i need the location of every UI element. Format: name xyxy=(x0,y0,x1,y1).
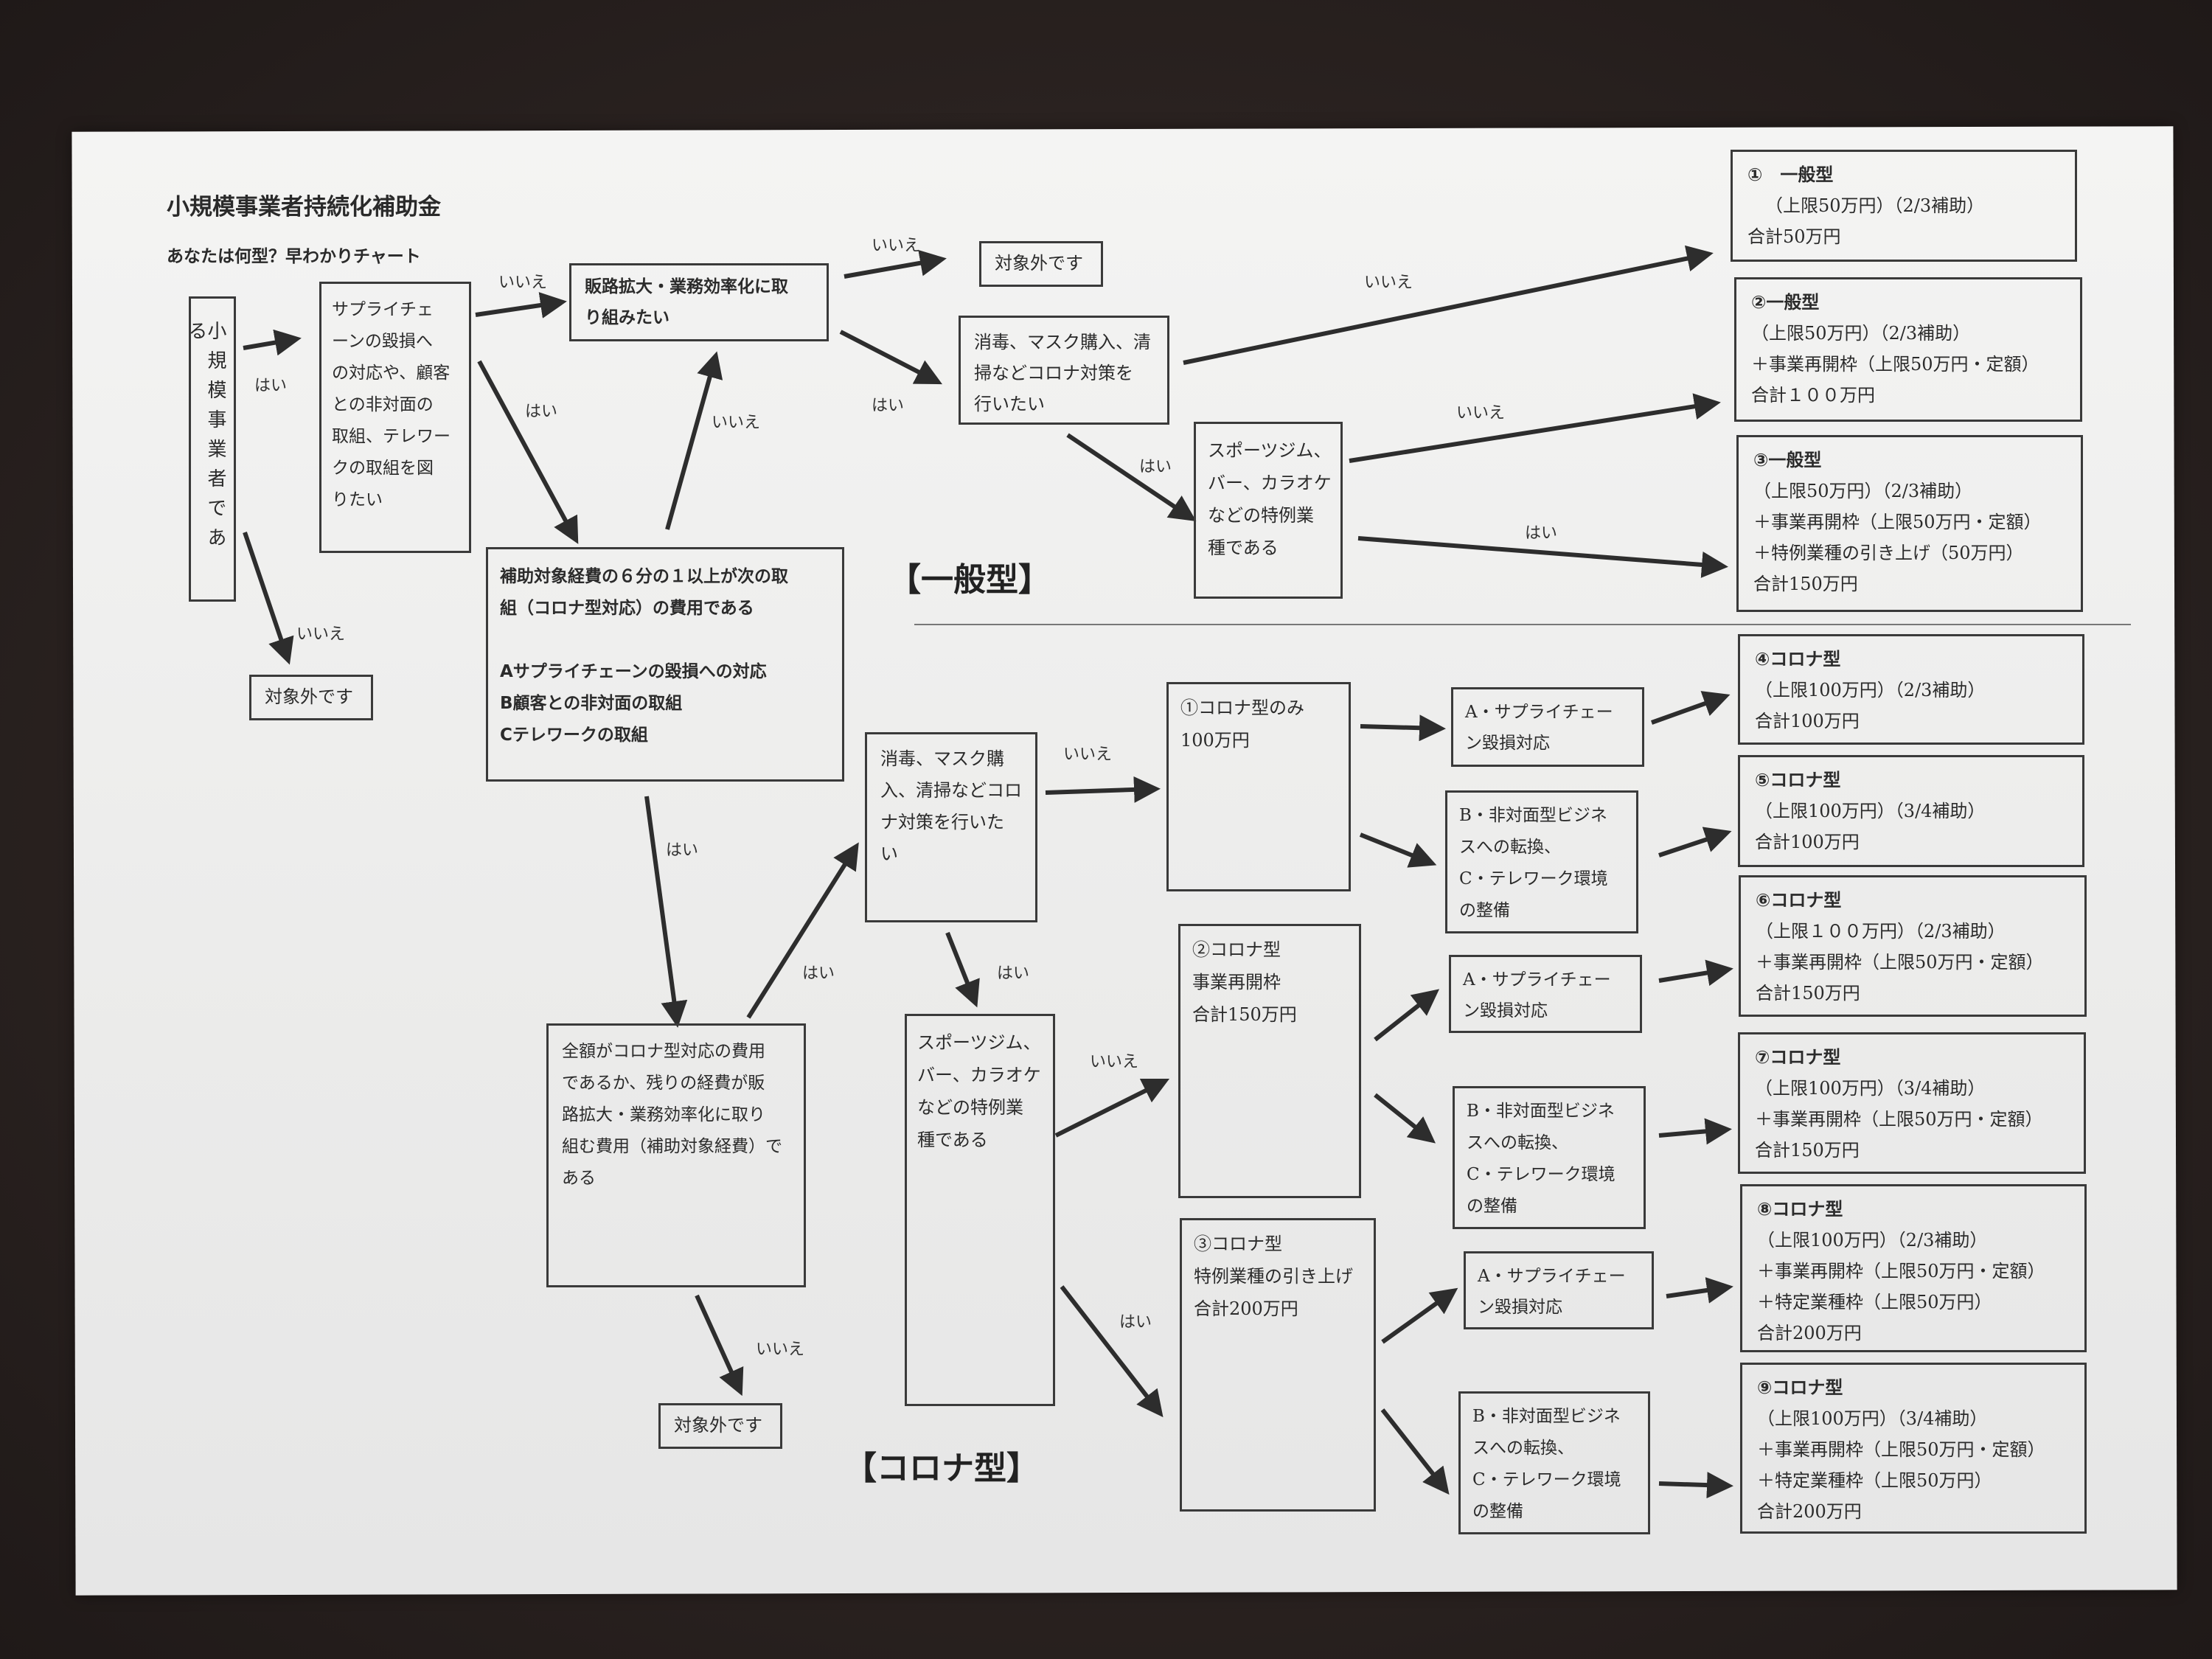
result-8-corona: ⑧コロナ型 （上限100万円）（2/3補助） ＋事業再開枠（上限50万円・定額）… xyxy=(1740,1184,2087,1352)
section-label-corona: 【コロナ型】 xyxy=(844,1450,1039,1487)
node-general-corona-measures: 消毒、マスク購入、清 掃などコロナ対策を 行いたい xyxy=(959,316,1169,425)
edge-label-no: いいえ xyxy=(1456,404,1506,422)
node-out-of-scope-2: 対象外です xyxy=(249,675,373,720)
result-6-corona: ⑥コロナ型 （上限１００万円）（2/3補助） ＋事業再開枠（上限50万円・定額）… xyxy=(1739,875,2087,1017)
node-corona-type-3: ③コロナ型 特例業種の引き上げ 合計200万円 xyxy=(1180,1218,1376,1512)
node-option-bc-3: B・非対面型ビジネ スへの転換、 C・テレワーク環境 の整備 xyxy=(1458,1391,1650,1534)
node-option-a-3: A・サプライチェー ン毀損対応 xyxy=(1464,1251,1654,1329)
node-question-supply-chain: サプライチェ ーンの毀損へ の対応や、顧客 との非対面の 取組、テレワー クの取… xyxy=(319,282,471,553)
edge-label-no: いいえ xyxy=(296,625,346,644)
edge-label-yes: はい xyxy=(1139,458,1172,476)
node-corona-special-industry: スポーツジム、 バー、カラオケ などの特例業 種である xyxy=(905,1014,1055,1406)
edge-label-no: いいえ xyxy=(756,1340,805,1359)
result-5-corona: ⑤コロナ型 （上限100万円）（3/4補助） 合計100万円 xyxy=(1738,755,2084,867)
node-corona-type-1: ①コロナ型のみ 100万円 xyxy=(1166,682,1351,891)
node-question-sales-expansion: 販路拡大・業務効率化に取 り組みたい xyxy=(569,263,829,341)
page-title: 小規模事業者持続化補助金 xyxy=(167,194,441,220)
edge-label-yes: はい xyxy=(997,964,1030,983)
edge-label-yes: はい xyxy=(802,964,835,983)
edge-label-no: いいえ xyxy=(1364,274,1413,292)
node-option-a-2: A・サプライチェー ン毀損対応 xyxy=(1449,955,1642,1033)
page-subtitle: あなたは何型？早わかりチャート xyxy=(167,247,421,266)
edge-label-yes: はい xyxy=(666,841,699,860)
edge-label-no: いいえ xyxy=(1090,1053,1139,1071)
node-option-bc-2: B・非対面型ビジネ スへの転換、 C・テレワーク環境 の整備 xyxy=(1453,1086,1646,1229)
node-option-bc-1: B・非対面型ビジネ スへの転換、 C・テレワーク環境 の整備 xyxy=(1445,790,1638,933)
node-out-of-scope-1: 対象外です xyxy=(979,241,1103,287)
edge-label-no: いいえ xyxy=(498,274,548,292)
node-corona-type-2: ②コロナ型 事業再開枠 合計150万円 xyxy=(1178,924,1361,1198)
edge-label-no: いいえ xyxy=(712,414,761,432)
section-label-general: 【一般型】 xyxy=(888,561,1051,599)
node-option-a-1: A・サプライチェー ン毀損対応 xyxy=(1451,687,1644,767)
node-out-of-scope-3: 対象外です xyxy=(658,1403,782,1449)
section-divider xyxy=(914,624,2131,625)
edge-label-yes: はい xyxy=(254,377,288,395)
node-question-one-sixth: 補助対象経費の６分の１以上が次の取 組（コロナ型対応）の費用である Aサプライチ… xyxy=(486,547,844,782)
node-question-full-amount: 全額がコロナ型対応の費用 であるか、残りの経費が販 路拡大・業務効率化に取り 組… xyxy=(546,1023,806,1287)
result-4-corona: ④コロナ型 （上限100万円）（2/3補助） 合計100万円 xyxy=(1738,634,2084,745)
result-9-corona: ⑨コロナ型 （上限100万円）（3/4補助） ＋事業再開枠（上限50万円・定額）… xyxy=(1740,1363,2087,1534)
node-corona-measures: 消毒、マスク購 入、清掃などコロ ナ対策を行いた い xyxy=(865,732,1037,922)
node-start: 小規模事業者である xyxy=(185,296,236,602)
edge-label-yes: はい xyxy=(525,403,558,421)
edge-label-yes: はい xyxy=(1525,524,1558,543)
result-3-general: ③一般型 （上限50万円）（2/3補助） ＋事業再開枠（上限50万円・定額） ＋… xyxy=(1736,435,2083,612)
edge-label-yes: はい xyxy=(872,397,905,415)
edge-label-yes: はい xyxy=(1119,1313,1152,1332)
edge-label-no: いいえ xyxy=(1063,745,1113,764)
result-2-general: ②一般型 （上限50万円）（2/3補助） ＋事業再開枠（上限50万円・定額） 合… xyxy=(1734,277,2082,422)
result-1-general: ① 一般型 （上限50万円）（2/3補助） 合計50万円 xyxy=(1731,150,2077,262)
edge-label-no: いいえ xyxy=(872,237,921,255)
node-general-special-industry: スポーツジム、 バー、カラオケ などの特例業 種である xyxy=(1194,422,1343,599)
result-7-corona: ⑦コロナ型 （上限100万円）（3/4補助） ＋事業再開枠（上限50万円・定額）… xyxy=(1738,1032,2086,1174)
